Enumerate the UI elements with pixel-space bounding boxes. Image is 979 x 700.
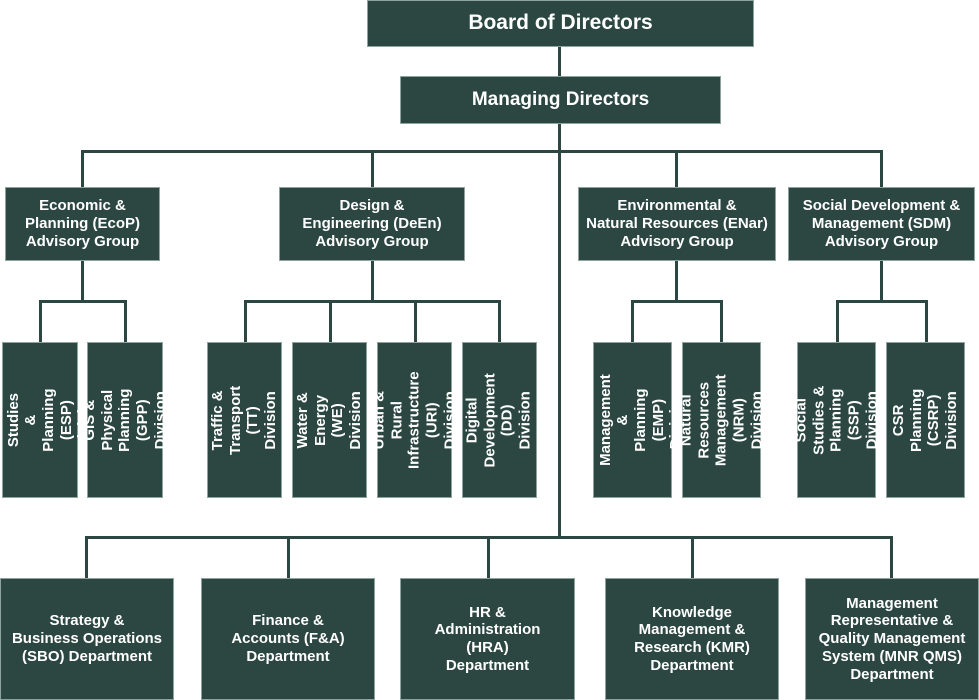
connector-g4-bus [836,300,927,303]
connector-groups-bus [81,150,883,153]
department-kmr: Knowledge Management & Research (KMR) De… [605,578,779,700]
division-emp: Environmental Management & Planning (EMP… [579,342,685,498]
managing-directors-label: Managing Directors [471,88,650,110]
connector-group-1 [81,150,84,188]
advisory-group-ecop: Economic & Planning (EcoP) Advisory Grou… [5,187,160,261]
advisory-group-label: Social Development & Management (SDM) Ad… [802,197,961,250]
department-hra: HR & Administration (HRA) Department [400,578,575,700]
connector-dept-4 [691,536,694,579]
department-label: Strategy & Business Operations (SBO) Dep… [11,612,163,665]
division-label: Environmental Management & Planning (EMP… [579,367,685,473]
connector-g1-bus [39,300,126,303]
connector-g1-d2 [124,300,127,343]
advisory-group-label: Economic & Planning (EcoP) Advisory Grou… [24,197,140,250]
connector-group-4 [880,150,883,188]
connector-g3-down [675,260,678,302]
advisory-group-label: Design & Engineering (DeEn) Advisory Gro… [302,197,442,250]
board-of-directors-box: Board of Directors [367,0,754,47]
division-label: Social Studies & Planning (SSP) Division [792,385,881,455]
connector-dept-2 [287,536,290,579]
division-label: Natural Resources Management (NRM) Divis… [677,374,766,466]
department-label: Management Representative & Quality Mana… [818,594,966,683]
department-label: Knowledge Management & Research (KMR) De… [634,603,750,674]
department-fa: Finance & Accounts (F&A) Department [201,578,375,700]
connector-g4-down [880,260,883,302]
advisory-group-label: Environmental & Natural Resources (ENar)… [586,197,768,250]
advisory-group-deen: Design & Engineering (DeEn) Advisory Gro… [279,187,465,261]
connector-g2-d2 [329,300,332,343]
division-esp: Economic Studies & Planning (ESP) Divisi… [0,342,92,498]
division-nrm: Natural Resources Management (NRM) Divis… [677,342,765,498]
division-gpp: GIS & Physical Planning (GPP) Division [81,342,169,498]
division-label: Digital Development (DD) Division [464,372,535,468]
connector-g3-d2 [720,300,723,343]
connector-group-2 [371,150,374,188]
division-label: Urban & Rural Infrastructure (URI) Divis… [370,371,459,469]
connector-g3-bus [631,300,722,303]
connector-board-md [558,46,561,76]
division-label: Economic Studies & Planning (ESP) Divisi… [0,384,93,456]
division-csrp: CSR Planning (CSRP) Division [886,342,965,498]
connector-md-trunk [558,124,561,538]
connector-dept-1 [85,536,88,579]
division-we: Water & Energy (WE) Division [292,342,367,498]
connector-dept-5 [890,536,893,579]
managing-directors-box: Managing Directors [400,76,721,124]
department-label: HR & Administration (HRA) Department [434,603,541,674]
connector-g2-bus [244,300,500,303]
connector-g4-d2 [925,300,928,343]
department-label: Finance & Accounts (F&A) Department [231,612,345,665]
connector-g2-d3 [414,300,417,343]
division-label: CSR Planning (CSRP) Division [890,388,961,452]
advisory-group-enar: Environmental & Natural Resources (ENar)… [578,187,776,261]
department-mnr-qms: Management Representative & Quality Mana… [805,578,979,700]
division-label: GIS & Physical Planning (GPP) Division [80,388,169,452]
connector-g2-d4 [498,300,501,343]
division-dd: Digital Development (DD) Division [462,342,537,498]
division-label: Water & Energy (WE) Division [294,390,365,450]
advisory-group-sdm: Social Development & Management (SDM) Ad… [788,187,975,261]
department-sbo: Strategy & Business Operations (SBO) Dep… [0,578,174,700]
connector-g3-d1 [631,300,634,343]
division-label: Traffic & Transport (TT) Division [209,385,280,455]
connector-dept-3 [487,536,490,579]
connector-g1-d1 [39,300,42,343]
connector-group-3 [675,150,678,188]
connector-g2-down [371,260,374,302]
connector-g2-d1 [244,300,247,343]
connector-g1-down [81,260,84,302]
division-tt: Traffic & Transport (TT) Division [207,342,282,498]
division-ssp: Social Studies & Planning (SSP) Division [792,342,880,498]
connector-g4-d1 [836,300,839,343]
division-uri: Urban & Rural Infrastructure (URI) Divis… [370,342,458,498]
board-of-directors-label: Board of Directors [468,11,653,35]
